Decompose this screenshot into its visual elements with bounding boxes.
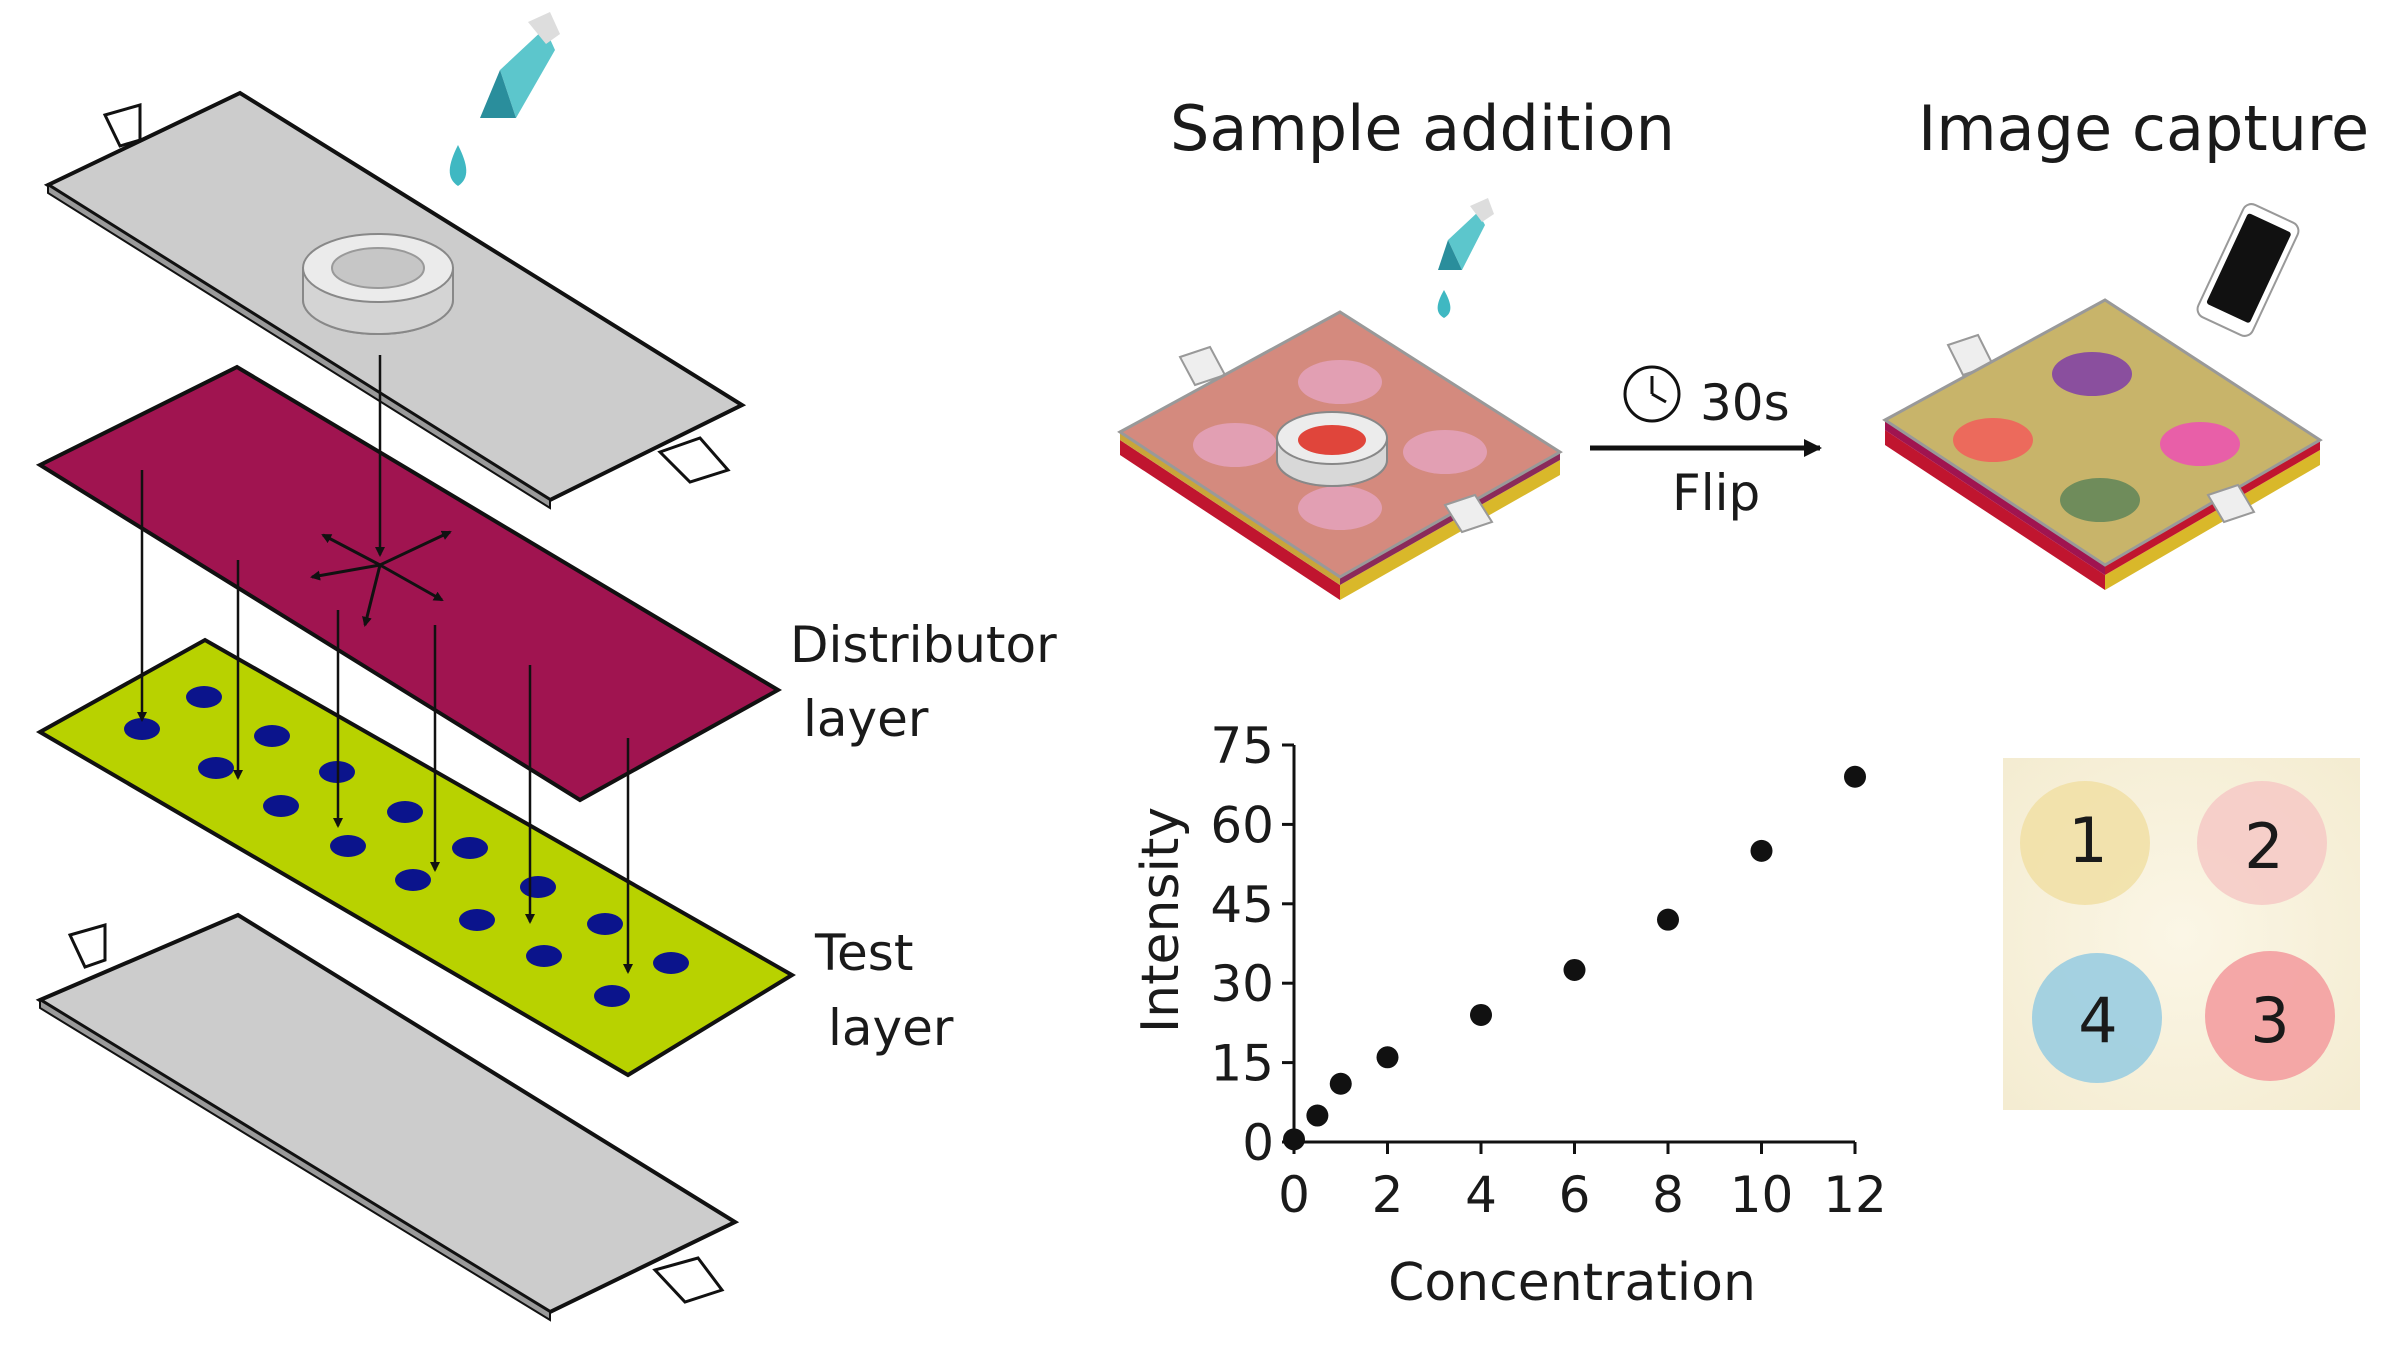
- photo-spot-4: [2032, 953, 2162, 1083]
- device-capture-top: [1882, 298, 2323, 567]
- sample-addition-title: Sample addition: [1170, 92, 1675, 165]
- exploded-device: Distributor layer Test layer: [35, 12, 1057, 1322]
- result-spot-purple: [2052, 352, 2132, 396]
- x-tick-label: 0: [1278, 1166, 1310, 1224]
- scatter-chart: 0 15 30 45 60 75 0 2 4 6 8 10 12 Intensity Concentr…: [1131, 717, 1887, 1313]
- y-tick-label: 15: [1210, 1035, 1274, 1093]
- data-point: [1283, 1128, 1305, 1151]
- photo-spot-1-label: 1: [2068, 804, 2107, 877]
- x-axis-title: Concentration: [1388, 1253, 1756, 1313]
- vertical-flow-arrows: [137, 355, 633, 974]
- y-tick-label: 0: [1242, 1114, 1274, 1172]
- test-label-line2: layer: [828, 999, 954, 1057]
- image-capture-title: Image capture: [1918, 92, 2369, 165]
- timer-label: 30s: [1700, 374, 1790, 432]
- pipette-drop-icon: [449, 12, 560, 186]
- sample-well-ring: [302, 233, 454, 335]
- pipette-drop-icon-small: [1437, 198, 1494, 318]
- photo-spot-2: [2197, 781, 2327, 905]
- device-sample-addition: [1117, 310, 1563, 600]
- data-point: [1563, 958, 1586, 981]
- distributor-label-line1: Distributor: [790, 616, 1057, 674]
- x-tick-label: 6: [1559, 1166, 1591, 1224]
- device-image-capture: [1882, 298, 2323, 590]
- data-point: [1657, 908, 1679, 931]
- x-tick-label: 8: [1652, 1166, 1684, 1224]
- result-spot-red: [1953, 418, 2033, 462]
- y-tick-label: 75: [1210, 717, 1274, 775]
- y-axis-title: Intensity: [1131, 807, 1191, 1033]
- data-point: [1329, 1072, 1352, 1095]
- photo-spot-3-label: 3: [2250, 984, 2289, 1057]
- test-layer: [35, 637, 796, 1078]
- distributor-layer: [35, 364, 783, 803]
- result-spot-pink: [2160, 422, 2240, 466]
- radial-distribution-arrows: [310, 530, 452, 627]
- x-tick-label: 10: [1730, 1166, 1794, 1224]
- result-photo: 1 2 4 3: [2003, 758, 2360, 1110]
- data-points: [1283, 765, 1866, 1151]
- photo-spot-2-label: 2: [2244, 810, 2283, 883]
- photo-spot-3: [2205, 951, 2335, 1081]
- x-tick-label: 2: [1372, 1166, 1404, 1224]
- test-label-line1: Test: [814, 924, 913, 982]
- y-tick-label: 45: [1210, 876, 1274, 934]
- y-tick-label: 30: [1210, 955, 1274, 1013]
- flip-step: 30s Flip: [1590, 365, 1822, 522]
- clock-icon: [1623, 365, 1681, 423]
- y-ticks: 0 15 30 45 60 75: [1210, 717, 1294, 1172]
- data-point: [1306, 1104, 1329, 1127]
- x-ticks: 0 2 4 6 8 10 12: [1278, 1142, 1887, 1224]
- photo-spot-1: [2020, 781, 2150, 905]
- photo-spot-4-label: 4: [2078, 984, 2117, 1057]
- bottom-cover: [35, 912, 740, 1322]
- flip-label: Flip: [1672, 464, 1760, 522]
- data-point: [1750, 839, 1773, 862]
- smartphone-icon: [2196, 203, 2300, 337]
- data-point: [1376, 1046, 1399, 1069]
- y-tick-label: 60: [1210, 796, 1274, 854]
- result-spot-green: [2060, 478, 2140, 522]
- test-spots: [124, 686, 689, 1007]
- distributor-label-line2: layer: [803, 690, 929, 748]
- x-tick-label: 12: [1823, 1166, 1887, 1224]
- x-tick-label: 4: [1465, 1166, 1497, 1224]
- data-point: [1844, 765, 1866, 788]
- data-point: [1470, 1003, 1492, 1026]
- workflow: Sample addition Image capture: [1117, 92, 2369, 600]
